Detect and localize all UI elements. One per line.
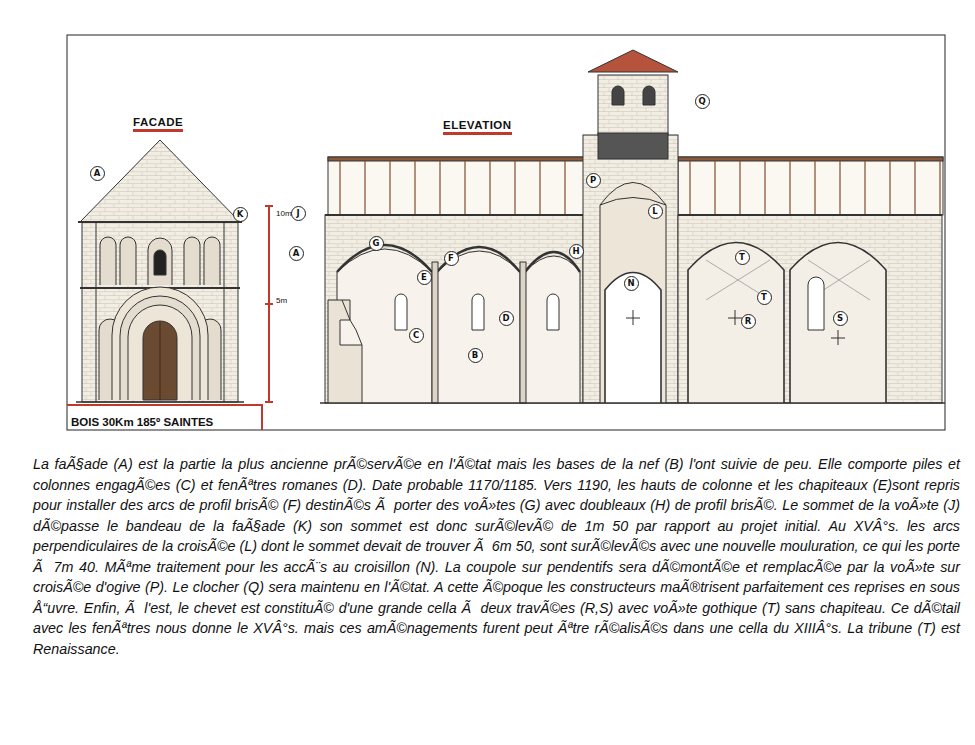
scale-mark: 5m — [276, 289, 287, 307]
callout-letter: C — [413, 331, 419, 340]
callout-circle: H — [569, 244, 584, 259]
callout-letter: T — [761, 293, 767, 302]
facade-drawing — [76, 140, 244, 402]
callout-letter: P — [590, 176, 596, 185]
view-heading-text: FACADE — [133, 116, 183, 132]
callout-letter: A — [94, 169, 101, 178]
callout-letter: E — [421, 273, 427, 282]
callout-circle: D — [499, 311, 514, 326]
callout-circle: C — [409, 328, 424, 343]
callout-letter: J — [296, 209, 299, 218]
callout-letter: S — [837, 314, 843, 323]
callout-letter: D — [502, 314, 509, 323]
callout-circle: G — [369, 236, 384, 251]
callout-circle: N — [624, 276, 639, 291]
site-title: BOIS 30Km 185º SAINTES — [71, 412, 213, 430]
callout-circle: S — [833, 311, 848, 326]
callout-circle: L — [648, 204, 663, 219]
callout-letter: T — [739, 253, 745, 262]
scale-mark: 10m — [276, 202, 292, 220]
callout-letter: H — [572, 247, 579, 256]
scale-mark-text: 5m — [276, 296, 287, 305]
view-heading-text: ELEVATION — [443, 119, 512, 135]
callout-circle: J — [291, 206, 306, 221]
callout-circle: E — [417, 270, 432, 285]
callout-circle: P — [586, 173, 601, 188]
callout-letter: G — [373, 239, 380, 248]
scale-mark-text: 10m — [276, 209, 292, 218]
callout-circle: Q — [695, 94, 710, 109]
callout-letter: B — [472, 351, 478, 360]
callout-circle: T — [735, 250, 750, 265]
callout-circle: A — [289, 246, 304, 261]
callout-circle: A — [90, 166, 105, 181]
callout-circle: R — [741, 314, 756, 329]
callout-circle: T — [757, 290, 772, 305]
drawing-frame — [67, 35, 945, 430]
callout-letter: K — [237, 210, 244, 219]
callout-letter: R — [745, 317, 752, 326]
title-block — [67, 405, 262, 430]
site-title-text: BOIS 30Km 185º SAINTES — [71, 416, 213, 428]
callout-circle: B — [468, 348, 483, 363]
callout-letter: F — [448, 254, 454, 263]
callout-circle: K — [233, 207, 248, 222]
scale-bar — [265, 206, 273, 402]
elevation-drawing — [320, 50, 945, 403]
callout-circle: F — [444, 251, 459, 266]
callout-letter: N — [627, 279, 634, 288]
view-heading: FACADE — [133, 112, 183, 130]
callout-letter: L — [652, 207, 657, 216]
callout-letter: Q — [698, 97, 705, 106]
callout-letter: A — [293, 249, 300, 258]
view-heading: ELEVATION — [443, 115, 512, 133]
caption-text: La faÃ§ade (A) est la partie la plus anc… — [33, 454, 960, 659]
